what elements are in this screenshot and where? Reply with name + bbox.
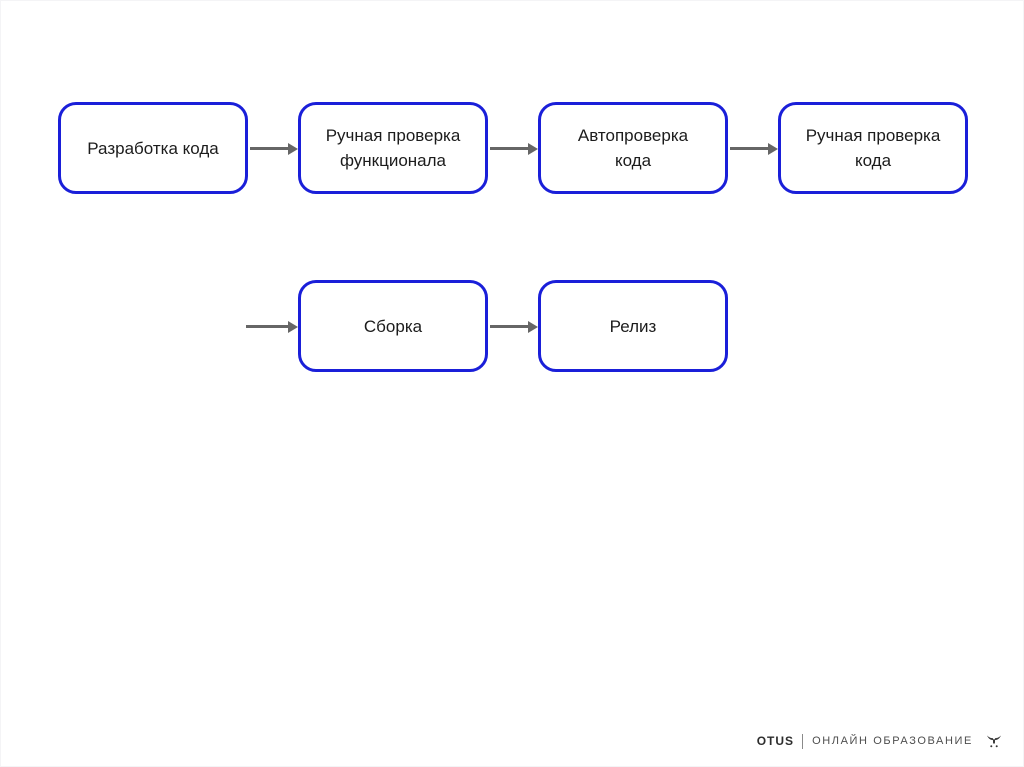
flow-node-label: Сборка: [363, 316, 423, 336]
flow-node-code-development: Разработка кода: [58, 102, 248, 194]
flow-node-release: Релиз: [538, 280, 728, 372]
flow-arrow-func-check-to-auto-check: [490, 147, 528, 150]
flow-node-label: Ручная проверка кода: [805, 126, 941, 170]
flow-node-manual-func-check: Ручная проверка функционала: [298, 102, 488, 194]
flow-node-label: Автопроверка кода: [577, 126, 689, 170]
flow-arrow-development-to-func-check: [250, 147, 288, 150]
footer-divider: [802, 733, 804, 749]
flow-node-manual-code-check: Ручная проверка кода: [778, 102, 968, 194]
flow-arrow-auto-check-to-code-check: [730, 147, 768, 150]
flow-arrow-build-to-release: [490, 325, 528, 328]
flow-arrow-into-build: [246, 325, 288, 328]
otus-brand-text: OTUS: [756, 734, 795, 748]
flow-node-label: Ручная проверка функционала: [325, 126, 461, 170]
flow-node-auto-code-check: Автопроверка кода: [538, 102, 728, 194]
flow-node-build: Сборка: [298, 280, 488, 372]
flow-node-label: Разработка кода: [87, 138, 219, 158]
otus-owl-icon: [985, 732, 1003, 750]
otus-footer-logo: OTUS ОНЛАЙН ОБРАЗОВАНИЕ: [757, 732, 1003, 750]
flow-node-label: Релиз: [609, 316, 657, 336]
otus-tagline-text: ОНЛАЙН ОБРАЗОВАНИЕ: [812, 735, 973, 747]
